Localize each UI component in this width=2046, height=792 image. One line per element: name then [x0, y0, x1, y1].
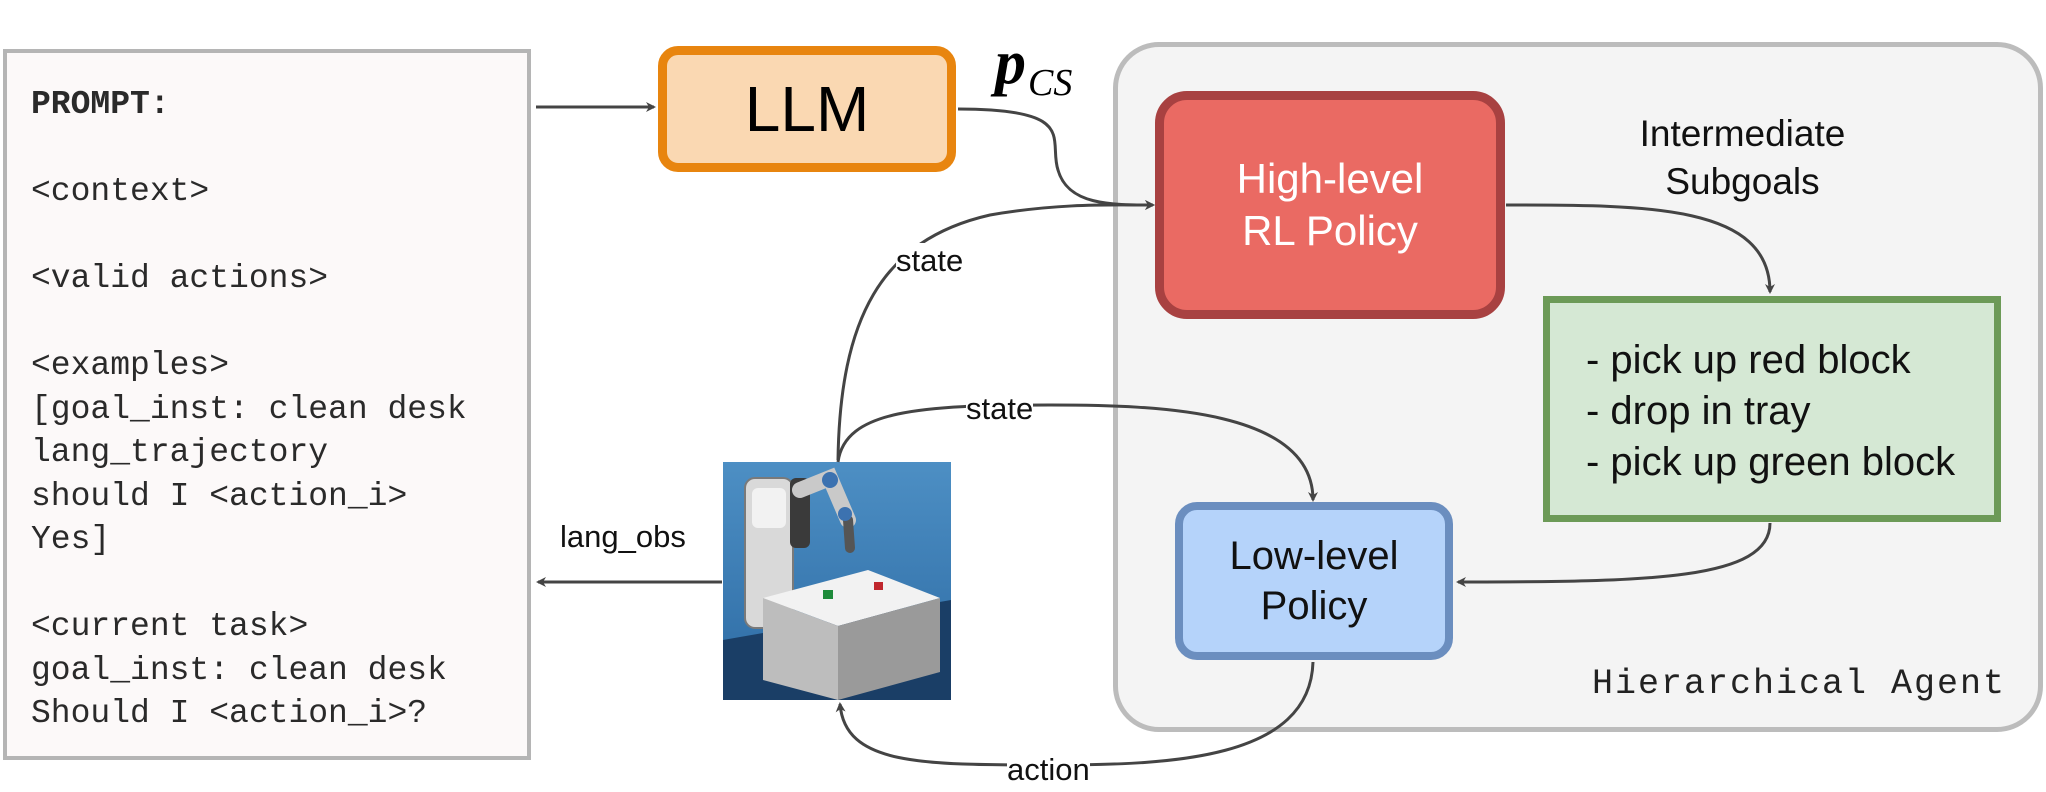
prompt-line: Should I <action_i>?	[31, 695, 428, 732]
high-level-line2: RL Policy	[1242, 207, 1418, 254]
prompt-line: <valid actions>	[31, 260, 329, 297]
edge-label-state-to-high-level: state	[896, 243, 964, 279]
high-level-line1: High-level	[1236, 155, 1424, 202]
prompt-line: Yes]	[31, 521, 111, 558]
low-level-line2: Policy	[1260, 584, 1368, 628]
llm-label: LLM	[744, 73, 870, 145]
subgoals-heading: Intermediate Subgoals	[1600, 110, 1885, 206]
subgoals-node: - pick up red block - drop in tray - pic…	[1543, 296, 2001, 522]
subgoal-item: - pick up red block	[1586, 338, 1911, 382]
high-level-policy-node: High-level RL Policy	[1155, 91, 1505, 319]
prompt-line: <examples>	[31, 347, 230, 384]
prompt-line: <current task>	[31, 608, 309, 645]
prompt-box: PROMPT: <context> <valid actions> <examp…	[3, 49, 531, 760]
prompt-line: PROMPT:	[31, 86, 170, 123]
subgoals-heading-line1: Intermediate	[1639, 113, 1846, 154]
subgoal-item: - pick up green block	[1586, 440, 1956, 484]
pcs-subscript: CS	[1028, 62, 1073, 104]
edge-label-state-to-low-level: state	[966, 391, 1034, 427]
edge-label-lang-obs: lang_obs	[560, 519, 686, 554]
hierarchical-agent-label: Hierarchical Agent	[1592, 664, 2007, 704]
pcs-main: p	[995, 29, 1026, 97]
low-level-line1: Low-level	[1229, 534, 1399, 578]
robot-environment-image	[723, 462, 951, 700]
pcs-label: pCS	[995, 28, 1072, 104]
subgoals-heading-line2: Subgoals	[1665, 161, 1820, 202]
edge-label-action: action	[1007, 752, 1090, 788]
prompt-line: should I <action_i>	[31, 477, 408, 515]
low-level-policy-node: Low-level Policy	[1175, 502, 1453, 660]
llm-node: LLM	[658, 46, 956, 172]
subgoal-item: - drop in tray	[1586, 389, 1811, 433]
prompt-line: lang_trajectory	[31, 434, 329, 471]
prompt-line: <context>	[31, 173, 210, 210]
prompt-line: [goal_inst: clean desk	[31, 390, 467, 428]
prompt-line: goal_inst: clean desk	[31, 651, 447, 689]
